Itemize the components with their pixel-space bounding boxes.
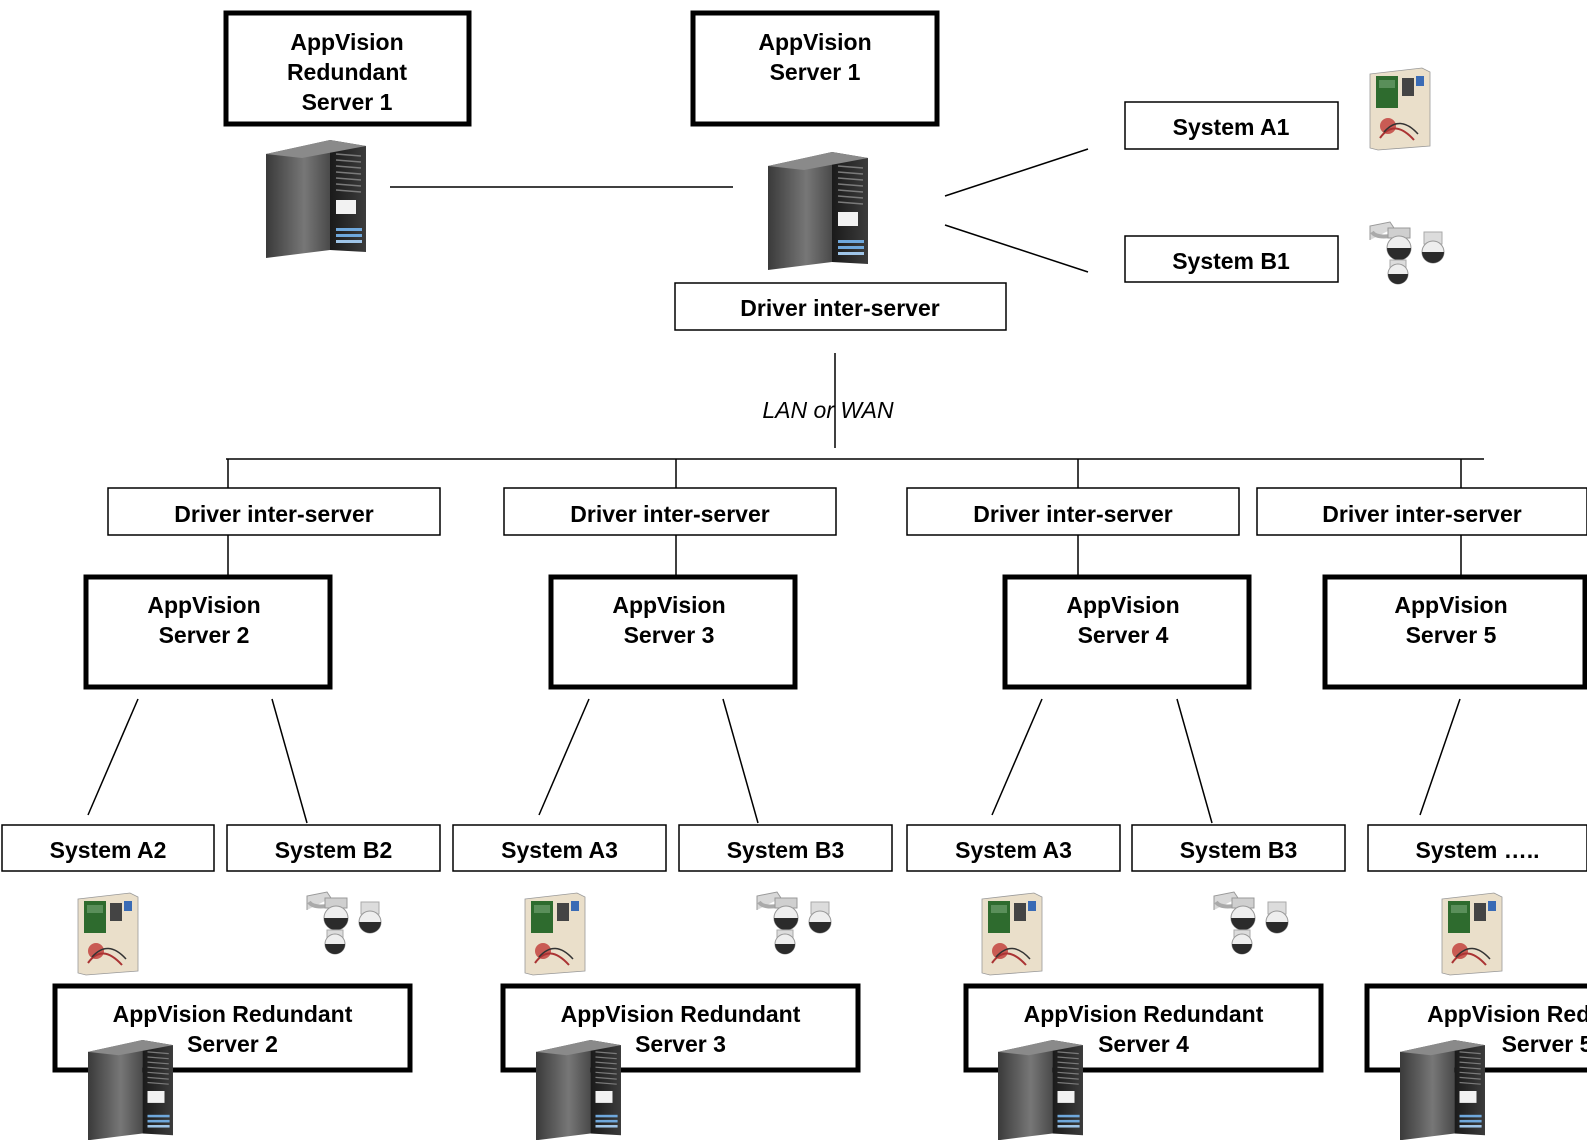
link-server-to-system-b (1176, 698, 1213, 824)
camera-icon (1368, 220, 1446, 286)
system-a-box[interactable] (1, 824, 215, 872)
driver-box[interactable] (107, 487, 441, 536)
link-server-to-system-a (991, 698, 1043, 816)
network-label: LAN or WAN (762, 397, 894, 423)
system-b-box[interactable] (1131, 824, 1346, 872)
system-b-box[interactable] (678, 824, 893, 872)
controller-icon (981, 892, 1043, 976)
link-server1-to-system-b1 (944, 224, 1089, 273)
redundant-server-1-box[interactable] (223, 10, 472, 127)
system-a1-box[interactable] (1124, 101, 1339, 150)
driver-box[interactable] (1256, 487, 1587, 536)
top-driver-label: Driver inter-server (740, 295, 939, 321)
server-box[interactable] (1322, 574, 1587, 690)
link-server-to-system-b (722, 698, 759, 824)
system-a-box[interactable] (1367, 824, 1587, 872)
driver-label: Driver inter-server (174, 501, 373, 527)
link-server-to-system-a (1419, 698, 1461, 816)
driver-label: Driver inter-server (570, 501, 769, 527)
driver-box[interactable] (503, 487, 837, 536)
link-server-to-system-a (538, 698, 590, 816)
system-a-label: System A3 (955, 837, 1072, 863)
driver-box[interactable] (906, 487, 1240, 536)
system-a-box[interactable] (452, 824, 667, 872)
camera-icon (305, 890, 383, 956)
camera-icon (1212, 890, 1290, 956)
server-icon (1399, 1039, 1486, 1140)
system-a1-label: System A1 (1173, 114, 1290, 140)
system-a-label: System A2 (50, 837, 167, 863)
top-driver-box[interactable] (674, 282, 1007, 331)
camera-icon (755, 890, 833, 956)
controller-icon (1369, 67, 1431, 151)
driver-label: Driver inter-server (973, 501, 1172, 527)
system-b-label: System B2 (275, 837, 393, 863)
driver-label: Driver inter-server (1322, 501, 1521, 527)
system-a-label: System A3 (501, 837, 618, 863)
server-icon (87, 1039, 174, 1140)
server-box[interactable] (83, 574, 333, 690)
server-icon (767, 151, 869, 271)
system-b-label: System B3 (727, 837, 845, 863)
system-b-box[interactable] (226, 824, 441, 872)
system-b-label: System B3 (1180, 837, 1298, 863)
controller-icon (524, 892, 586, 976)
system-a-label: System ….. (1416, 837, 1540, 863)
link-server-to-system-a (87, 698, 139, 816)
system-b1-label: System B1 (1172, 248, 1290, 274)
server-icon (997, 1039, 1084, 1140)
server-icon (535, 1039, 622, 1140)
server-box[interactable] (1002, 574, 1252, 690)
controller-icon (77, 892, 139, 976)
redundant-server-box[interactable] (500, 983, 861, 1073)
link-server-to-system-b (271, 698, 308, 824)
link-server1-to-system-a1 (944, 148, 1089, 197)
server-icon (265, 139, 367, 259)
controller-icon (1441, 892, 1503, 976)
server-box[interactable] (548, 574, 798, 690)
server-1-box[interactable] (690, 10, 940, 127)
system-b1-box[interactable] (1124, 235, 1339, 283)
system-a-box[interactable] (906, 824, 1121, 872)
